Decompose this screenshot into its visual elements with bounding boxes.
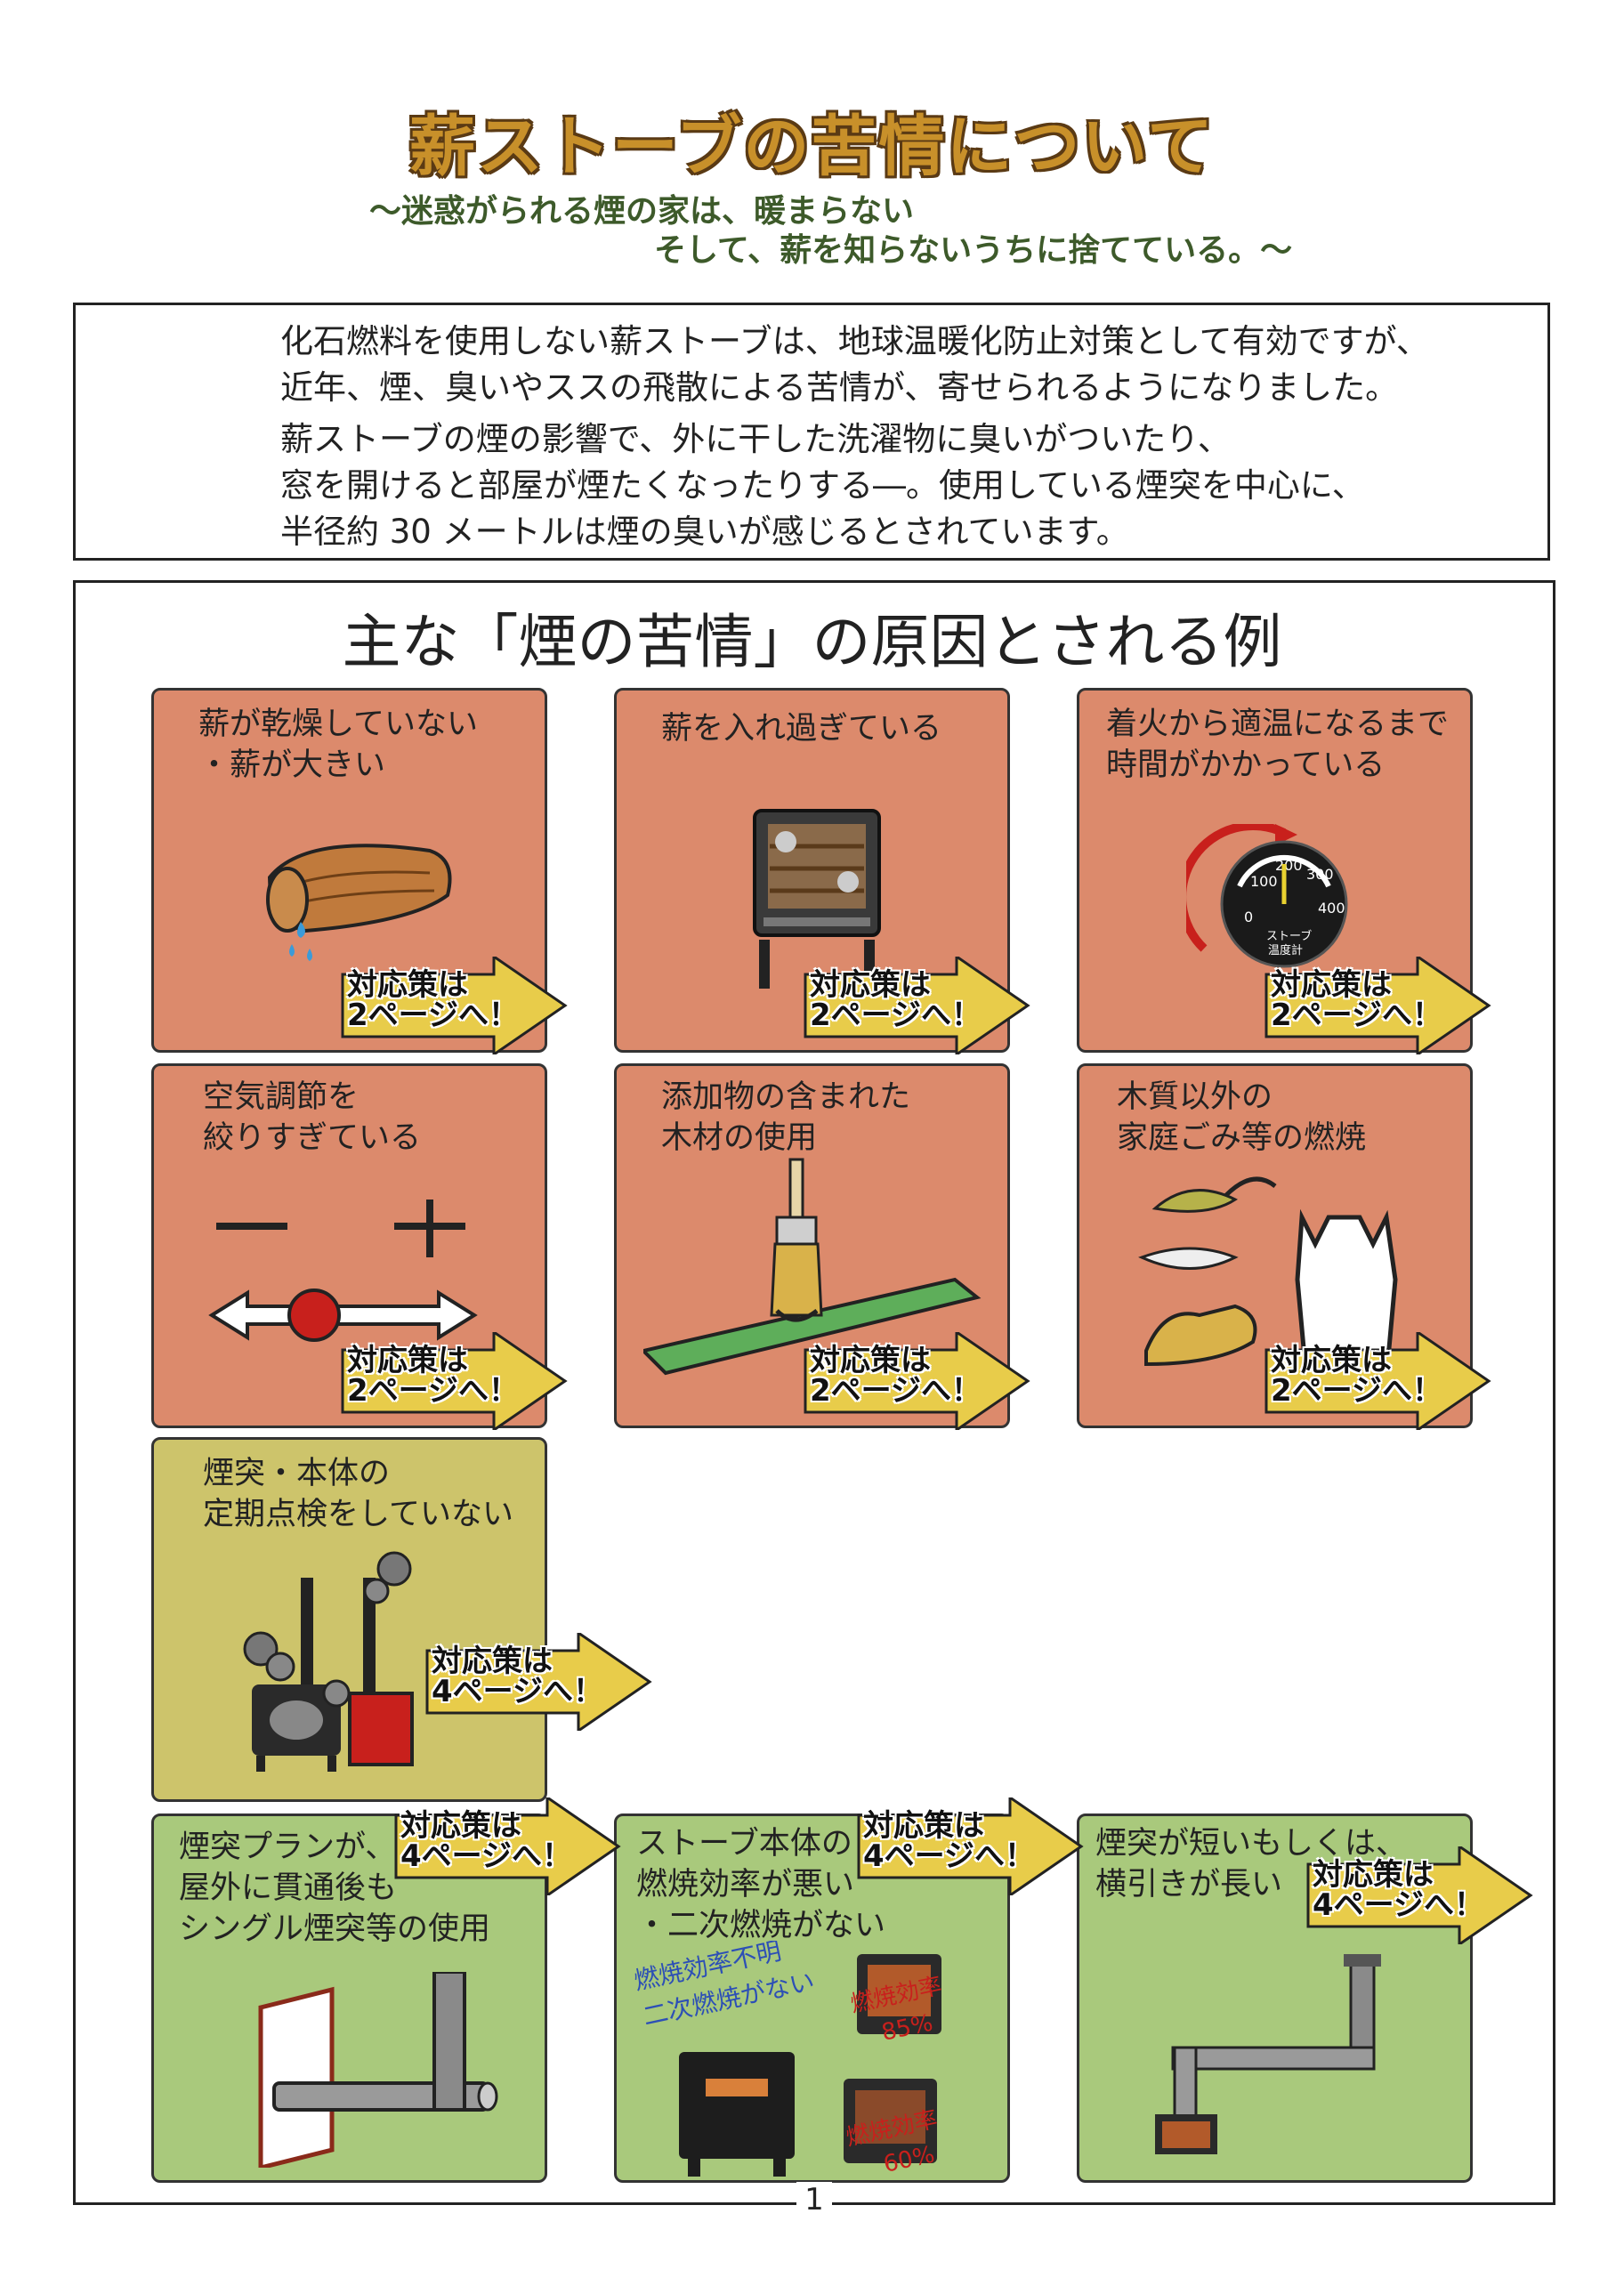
arrow-label: 対応策は 4ページへ！ bbox=[1313, 1857, 1484, 1923]
arrow-label: 対応策は 2ページへ！ bbox=[347, 967, 519, 1033]
card-household-waste: 木質以外の 家庭ごみ等の燃焼 bbox=[1077, 1063, 1473, 1428]
card-label: 薪が乾燥していない ・薪が大きい bbox=[198, 707, 478, 783]
arrow-label: 対応策は 4ページへ！ bbox=[400, 1808, 572, 1874]
card-label: 木質以外の 家庭ごみ等の燃焼 bbox=[1117, 1079, 1367, 1156]
arrow-to-page2[interactable]: 対応策は 2ページへ！ bbox=[801, 1332, 1030, 1430]
arrow-label: 対応策は 4ページへ！ bbox=[432, 1644, 603, 1709]
page-number: 1 bbox=[796, 2182, 832, 2217]
card-label: 煙突プランが、 屋外に貫通後も シングル煙突等の使用 bbox=[179, 1830, 491, 1947]
paint-brush-icon bbox=[643, 1158, 982, 1376]
arrow-to-page4[interactable]: 対応策は 4ページへ！ bbox=[423, 1633, 652, 1731]
chimney-smoke-icon bbox=[243, 1551, 414, 1772]
card-no-inspection: 煙突・本体の 定期点検をしていない bbox=[151, 1437, 547, 1802]
gauge-caption: ストーブ bbox=[1266, 929, 1312, 943]
gauge-tick: 100 bbox=[1250, 873, 1278, 890]
arrow-to-page4[interactable]: 対応策は 4ページへ！ bbox=[1304, 1846, 1533, 1944]
arrow-to-page2[interactable]: 対応策は 2ページへ！ bbox=[338, 1332, 568, 1430]
arrow-to-page2[interactable]: 対応策は 2ページへ！ bbox=[801, 957, 1030, 1054]
gauge-tick: 0 bbox=[1244, 909, 1253, 925]
card-label: 煙突・本体の 定期点検をしていない bbox=[203, 1456, 513, 1532]
card-low-efficiency: ストーブ本体の 燃焼効率が悪い ・二次燃焼がない 燃焼効率不明 二次燃焼がない … bbox=[614, 1814, 1010, 2183]
gauge-tick: 200 bbox=[1275, 857, 1303, 874]
intro-line-4: 窓を開けると部屋が煙たくなったりする―。使用している煙突を中心に、 bbox=[280, 466, 1365, 505]
arrow-to-page2[interactable]: 対応策は 2ページへ！ bbox=[1262, 1332, 1491, 1430]
arrow-label: 対応策は 2ページへ！ bbox=[1271, 1343, 1442, 1409]
wet-log-icon bbox=[266, 844, 452, 961]
arrow-label: 対応策は 2ページへ！ bbox=[347, 1343, 519, 1409]
card-label: 煙突が短いもしくは、 横引きが長い bbox=[1095, 1826, 1408, 1902]
intro-line-1: 化石燃料を使用しない薪ストーブは、地球温暖化防止対策として有効ですが、 bbox=[280, 322, 1429, 360]
card-label: 薪を入れ過ぎている bbox=[661, 711, 942, 747]
arrow-label: 対応策は 2ページへ！ bbox=[810, 1343, 982, 1409]
arrow-label: 対応策は 2ページへ！ bbox=[810, 967, 982, 1033]
waste-icon bbox=[1138, 1176, 1398, 1380]
arrow-label: 対応策は 2ページへ！ bbox=[1271, 967, 1442, 1033]
page-title: 薪ストーブの苦情について bbox=[408, 109, 1216, 185]
subtitle-line2: そして、薪を知らないうちに捨てている。～ bbox=[654, 232, 1293, 269]
arrow-to-page2[interactable]: 対応策は 2ページへ！ bbox=[338, 957, 568, 1054]
arrow-to-page4[interactable]: 対応策は 4ページへ！ bbox=[854, 1797, 1084, 1895]
gauge-tick: 300 bbox=[1306, 866, 1334, 883]
thermometer-gauge-icon: 0 100 200 300 400 ストーブ 温度計 bbox=[1186, 824, 1348, 968]
arrow-label: 対応策は 4ページへ！ bbox=[863, 1808, 1035, 1874]
air-slider-icon bbox=[208, 1200, 478, 1342]
long-horizontal-chimney-icon bbox=[1155, 1954, 1381, 2154]
intro-line-3: 薪ストーブの煙の影響で、外に干した洗濯物に臭いがついたり、 bbox=[280, 420, 1231, 458]
section-title: 主な「煙の苦情」の原因とされる例 bbox=[342, 608, 1282, 676]
card-label: 空気調節を 絞りすぎている bbox=[203, 1079, 422, 1156]
stove-icon bbox=[753, 809, 881, 989]
intro-line-5: 半径約 30 メートルは煙の臭いが感じるとされています。 bbox=[280, 513, 1129, 551]
gauge-tick: 400 bbox=[1318, 900, 1345, 917]
intro-line-2: 近年、煙、臭いやススの飛散による苦情が、寄せられるようになりました。 bbox=[280, 368, 1399, 407]
card-label: ストーブ本体の 燃焼効率が悪い ・二次燃焼がない bbox=[636, 1826, 886, 1943]
gauge-caption: 温度計 bbox=[1268, 943, 1303, 957]
intro-box: 化石燃料を使用しない薪ストーブは、地球温暖化防止対策として有効ですが、 近年、煙… bbox=[73, 303, 1550, 561]
efficiency-stoves-icon: 燃焼効率不明 二次燃焼がない 燃焼効率 85% 燃焼効率 60% bbox=[632, 1941, 945, 2178]
card-label: 着火から適温になるまで 時間がかかっている bbox=[1106, 707, 1450, 783]
arrow-to-page4[interactable]: 対応策は 4ページへ！ bbox=[392, 1797, 621, 1895]
subtitle-line1: ～迷惑がられる煙の家は、暖まらない bbox=[369, 193, 915, 230]
wall-chimney-icon bbox=[258, 1972, 498, 2168]
arrow-to-page2[interactable]: 対応策は 2ページへ！ bbox=[1262, 957, 1491, 1054]
card-label: 添加物の含まれた 木材の使用 bbox=[661, 1079, 911, 1156]
